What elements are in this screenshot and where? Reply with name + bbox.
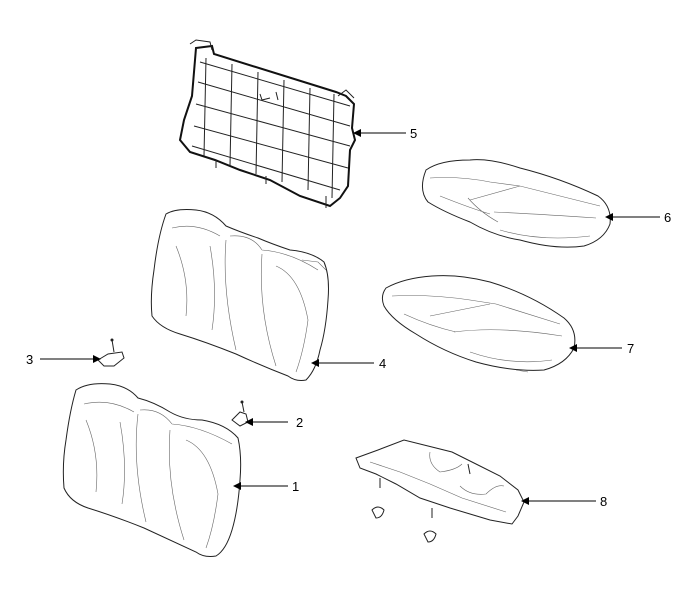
seatback-pad-part-lower <box>62 383 242 557</box>
callout-1: 1 <box>292 479 299 494</box>
callout-8: 8 <box>600 494 607 509</box>
callout-6: 6 <box>664 210 671 225</box>
callout-4: 4 <box>379 356 386 371</box>
callout-7: 7 <box>627 341 634 356</box>
callout-3: 3 <box>26 352 33 367</box>
seatback-pad-part-upper <box>150 209 329 381</box>
seat-cushion-part-upper <box>422 159 611 248</box>
callout-labels: 1 2 3 4 5 6 7 8 <box>26 126 671 509</box>
hinge-bracket-part-3 <box>97 338 125 367</box>
callout-2: 2 <box>296 415 303 430</box>
seatback-frame-part <box>178 39 357 208</box>
hinge-bracket-part-2 <box>231 400 249 427</box>
leader-lines <box>40 129 660 505</box>
seat-frame-pan-part <box>355 439 525 543</box>
seat-cushion-part-lower <box>381 275 576 373</box>
callout-5: 5 <box>410 126 417 141</box>
